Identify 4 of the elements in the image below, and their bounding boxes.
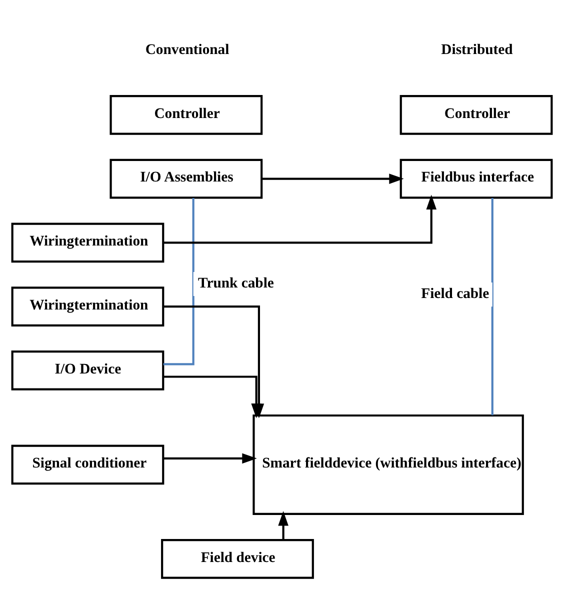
label: Conventional bbox=[145, 42, 230, 58]
label: Distributed bbox=[441, 42, 513, 58]
edge-label: Trunk cable bbox=[198, 275, 274, 292]
edge-label: Field cable bbox=[421, 286, 490, 302]
